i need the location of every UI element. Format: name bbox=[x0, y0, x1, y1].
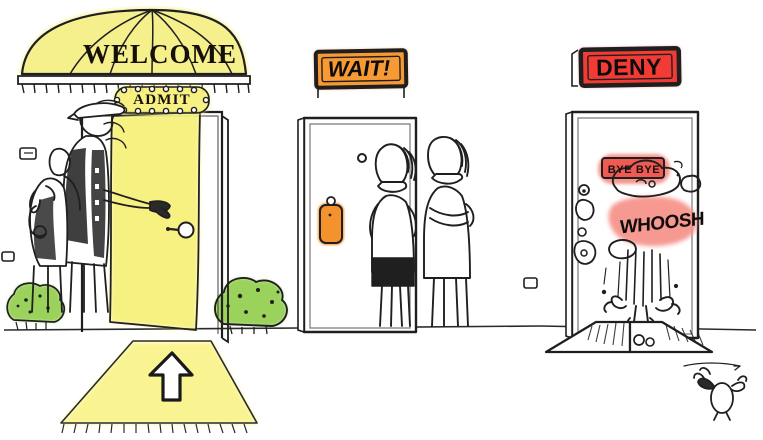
falling-motion-lines bbox=[601, 247, 679, 307]
floating-card-icon-right bbox=[523, 277, 538, 289]
marquee-bulbs bbox=[113, 85, 210, 115]
bush-left bbox=[6, 282, 66, 331]
deny-scene bbox=[523, 45, 757, 421]
trapdoor-panels[interactable] bbox=[544, 320, 714, 354]
admit-characters bbox=[28, 99, 171, 313]
up-arrow-icon bbox=[148, 351, 194, 402]
bush-right bbox=[214, 277, 288, 335]
doorknob-icon[interactable] bbox=[166, 221, 195, 239]
ground-line-left bbox=[3, 327, 301, 331]
welcome-awning bbox=[17, 8, 251, 94]
wait-characters bbox=[369, 136, 475, 327]
deny-sign bbox=[571, 45, 682, 89]
admit-door-open[interactable] bbox=[109, 111, 201, 331]
trapdoor-latch-icon bbox=[633, 334, 645, 346]
wait-scene bbox=[297, 48, 541, 334]
bird-figure bbox=[683, 362, 748, 421]
whoosh-bubble bbox=[608, 159, 702, 260]
wait-sign bbox=[313, 48, 409, 98]
floating-card-icons bbox=[1, 147, 37, 262]
welcome-carpet bbox=[60, 340, 258, 434]
door-lock-keypad[interactable] bbox=[573, 184, 597, 265]
badge-reader[interactable] bbox=[318, 196, 344, 245]
admit-scene bbox=[1, 8, 301, 434]
peephole-icon bbox=[357, 153, 367, 163]
admit-sign bbox=[113, 85, 210, 115]
